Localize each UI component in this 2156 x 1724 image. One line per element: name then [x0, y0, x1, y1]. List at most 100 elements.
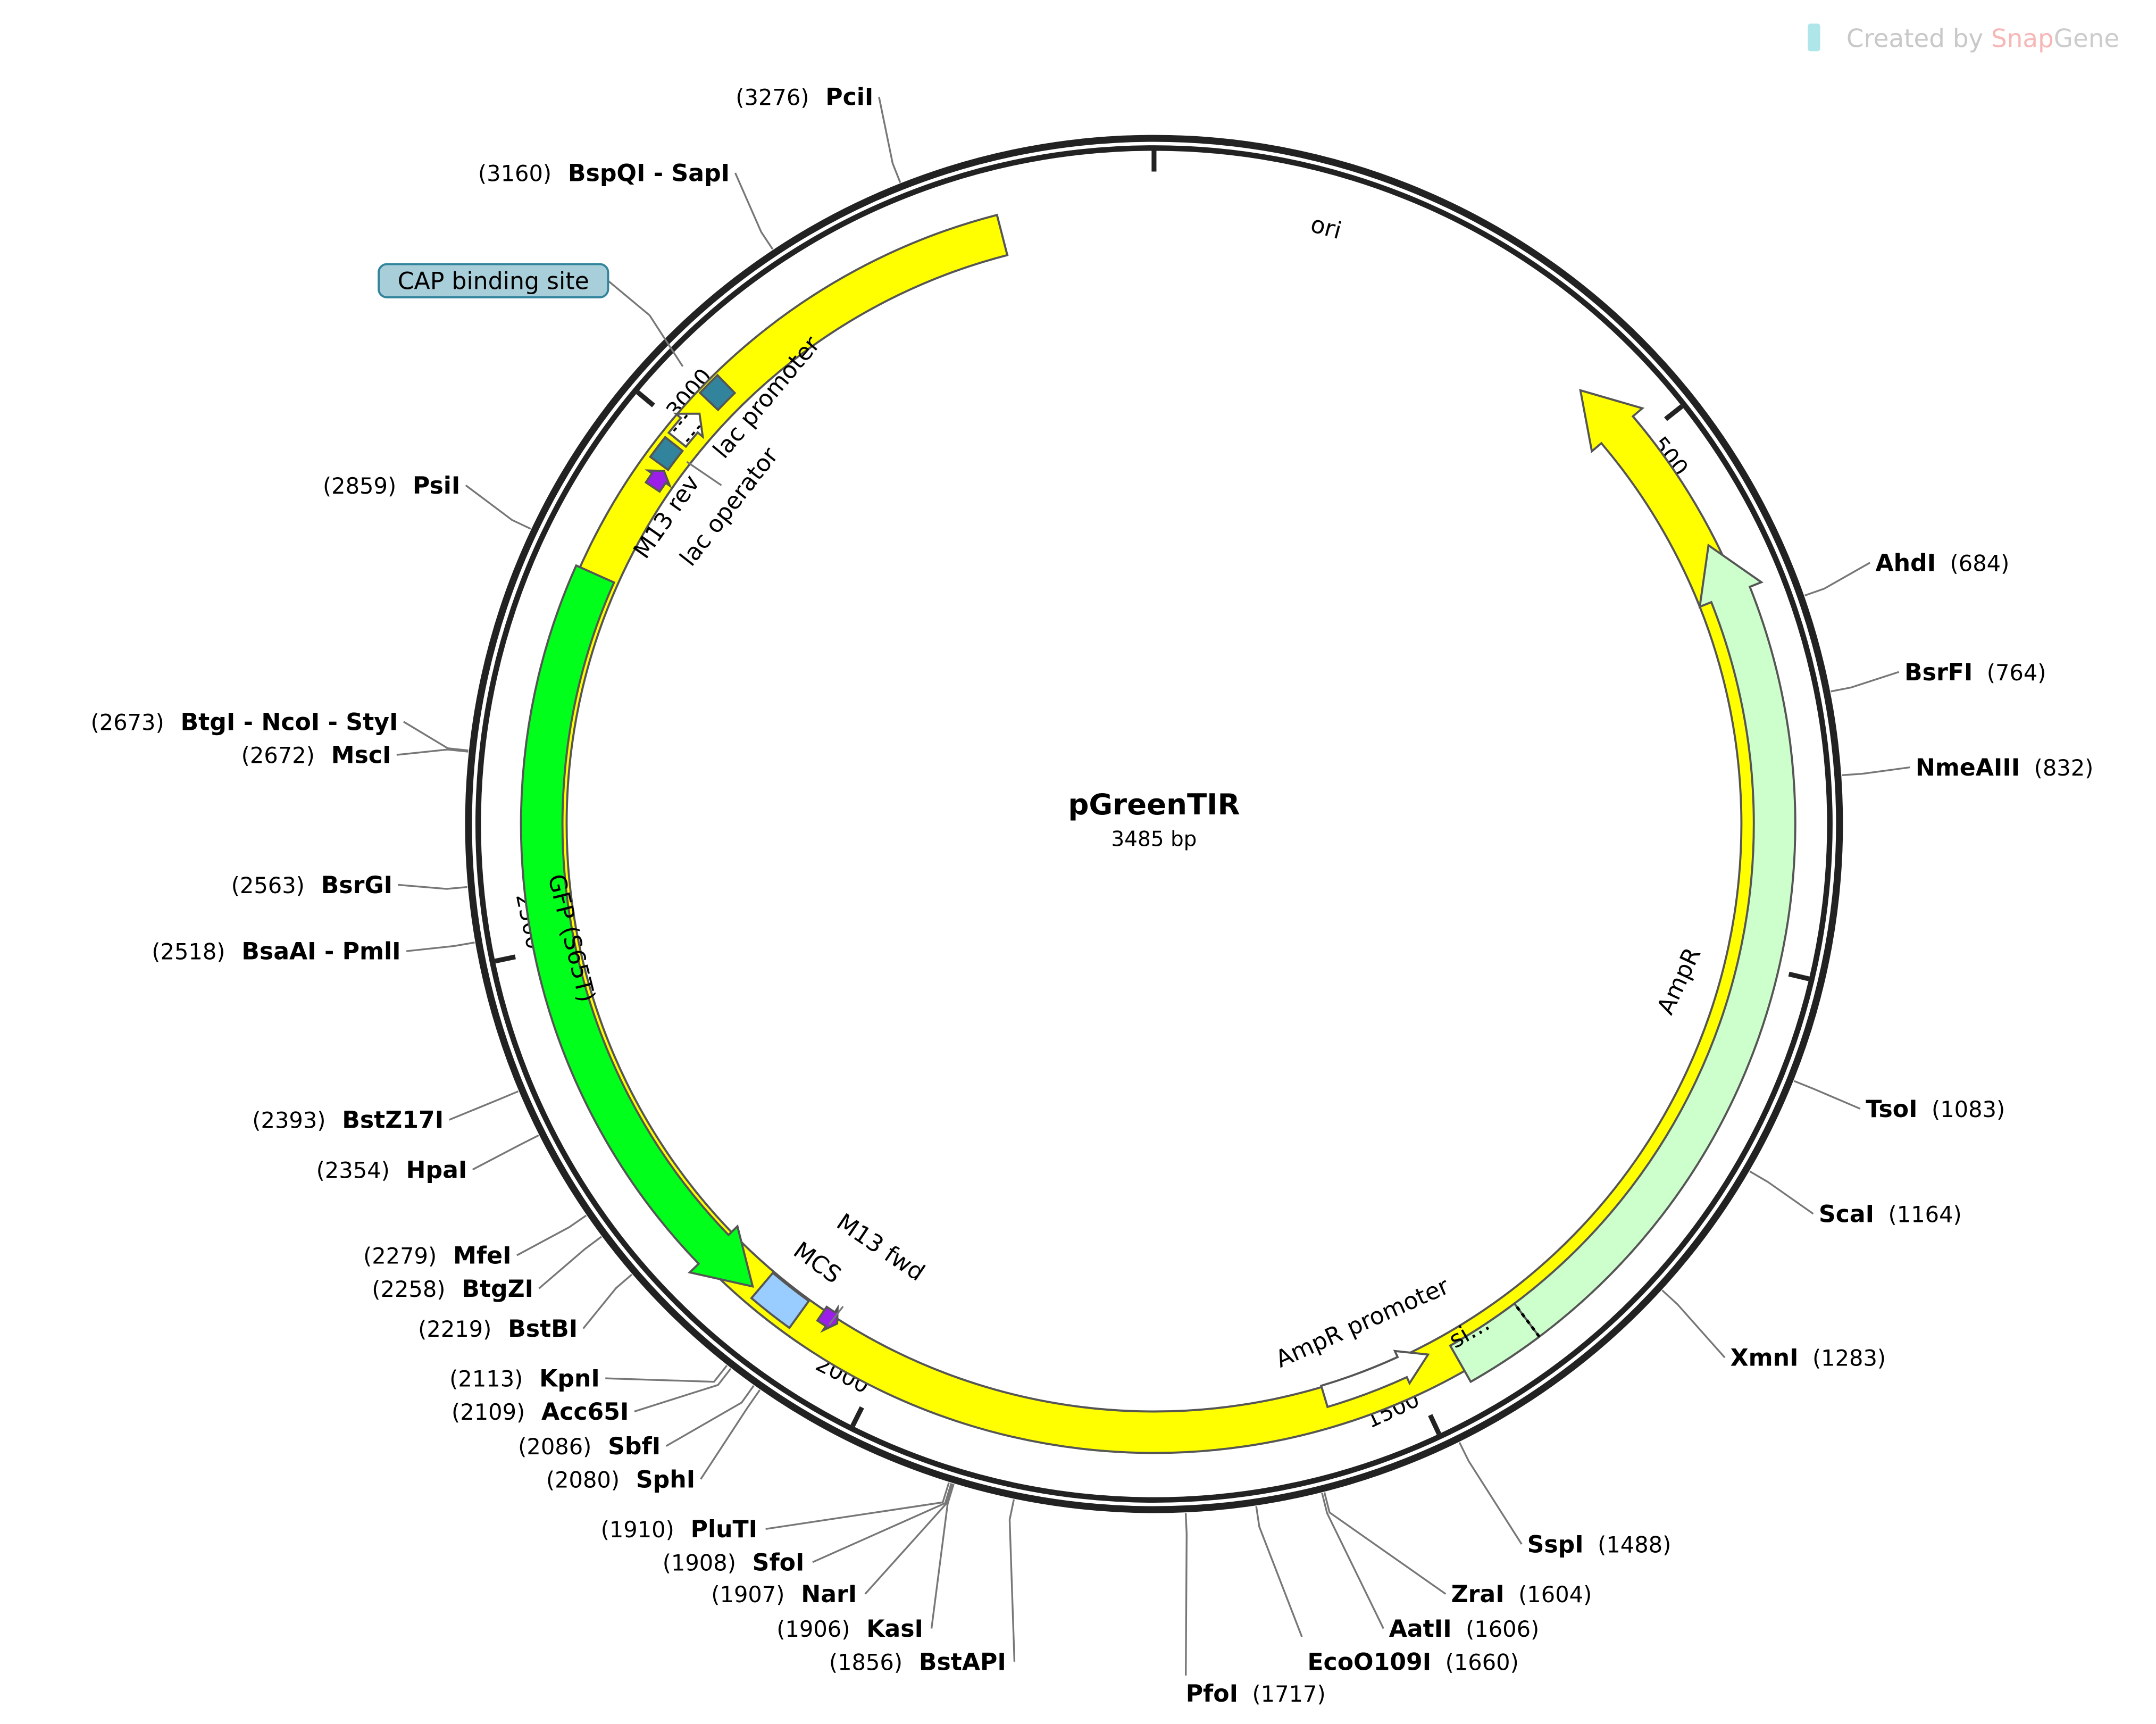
lac-operator-leader	[686, 461, 722, 486]
enzyme-site[interactable]: (2518) BsaAI - PmlI	[152, 938, 400, 965]
enzyme-position: (1488)	[1584, 1532, 1672, 1558]
enzyme-site[interactable]: (2258) BtgZI	[372, 1276, 533, 1303]
enzyme-position: (2354)	[316, 1157, 390, 1183]
enzyme-label[interactable]: EcoO109I (1660)	[1307, 1648, 1518, 1676]
enzyme-label[interactable]: (1907) NarI	[711, 1581, 857, 1608]
enzyme-site[interactable]: PfoI (1717)	[1186, 1680, 1326, 1708]
enzyme-site[interactable]: (2219) BstBI	[418, 1315, 578, 1343]
enzyme-site[interactable]: (2279) MfeI	[363, 1242, 512, 1269]
enzyme-label[interactable]: AatII (1606)	[1389, 1615, 1540, 1643]
enzyme-leader-line	[472, 1134, 539, 1171]
enzyme-name: PsiI	[396, 472, 460, 499]
enzyme-label[interactable]: AhdI (684)	[1875, 549, 2009, 577]
enzyme-position: (2672)	[241, 743, 315, 769]
enzyme-label[interactable]: (3160) BspQI - SapI	[478, 160, 730, 187]
enzyme-label[interactable]: (3276) PciI	[736, 84, 873, 111]
snapgene-logo-icon	[1808, 23, 1820, 52]
enzyme-name: SbfI	[591, 1433, 661, 1460]
enzyme-label[interactable]: XmnI (1283)	[1731, 1345, 1886, 1372]
enzyme-label[interactable]: (1910) PluTI	[601, 1516, 757, 1543]
enzyme-site[interactable]: (2109) Acc65I	[452, 1398, 629, 1426]
enzyme-name: BstZ17I	[326, 1107, 444, 1134]
enzyme-leader-line	[605, 1365, 728, 1383]
cap-binding-site-callout[interactable]: CAP binding site	[378, 263, 684, 367]
enzyme-name: BtgI - NcoI - StyI	[164, 709, 398, 736]
enzyme-site[interactable]: ScaI (1164)	[1819, 1201, 1962, 1228]
enzyme-label[interactable]: (2279) MfeI	[363, 1242, 512, 1269]
enzyme-position: (1660)	[1431, 1649, 1519, 1675]
enzyme-label[interactable]: (2672) MscI	[241, 742, 391, 769]
enzyme-name: AatII	[1389, 1615, 1452, 1643]
enzyme-label[interactable]: (2354) HpaI	[316, 1156, 467, 1184]
enzyme-label[interactable]: (1908) SfoI	[663, 1549, 805, 1576]
enzyme-label[interactable]: (2109) Acc65I	[452, 1398, 629, 1426]
enzyme-label[interactable]: (2393) BstZ17I	[252, 1107, 444, 1134]
enzyme-site[interactable]: (2563) BsrGI	[231, 872, 392, 899]
enzyme-label[interactable]: (2080) SphI	[546, 1466, 695, 1493]
feature-ampr-promoter[interactable]	[1319, 1350, 1430, 1409]
enzyme-site[interactable]: (1907) NarI	[711, 1581, 857, 1608]
snapgene-watermark: Created by SnapGene	[1808, 23, 2119, 54]
enzyme-site[interactable]: (3276) PciI	[736, 84, 873, 111]
enzyme-label[interactable]: BsrFI (764)	[1904, 659, 2046, 686]
enzyme-label[interactable]: TsoI (1083)	[1866, 1096, 2005, 1123]
enzyme-site[interactable]: (1906) KasI	[776, 1615, 923, 1643]
enzyme-site[interactable]: XmnI (1283)	[1731, 1345, 1886, 1372]
feature-gfp[interactable]	[520, 564, 754, 1288]
feature-cap-binding-site[interactable]	[698, 373, 737, 412]
enzyme-site[interactable]: (1856) BstAPI	[829, 1648, 1006, 1676]
enzyme-label[interactable]: (2113) KpnI	[449, 1365, 600, 1393]
enzyme-site[interactable]: (2113) KpnI	[449, 1365, 600, 1393]
enzyme-site[interactable]: (2673) BtgI - NcoI - StyI	[90, 709, 398, 736]
enzyme-label[interactable]: ScaI (1164)	[1819, 1201, 1962, 1228]
feature-ampr[interactable]	[1449, 543, 1796, 1384]
plasmid-name: pGreenTIR	[1068, 787, 1240, 821]
feature-ampr-signal[interactable]	[1449, 1302, 1541, 1384]
enzyme-label[interactable]: (2859) PsiI	[323, 472, 460, 499]
enzyme-site[interactable]: (1910) PluTI	[601, 1516, 757, 1543]
enzyme-label[interactable]: NmeAIII (832)	[1916, 754, 2094, 781]
enzyme-label[interactable]: (1906) KasI	[776, 1615, 923, 1643]
enzyme-label[interactable]: (2673) BtgI - NcoI - StyI	[90, 709, 398, 736]
enzyme-label[interactable]: (2258) BtgZI	[372, 1276, 533, 1303]
enzyme-leader-line	[1323, 1492, 1447, 1595]
enzyme-label[interactable]: (2219) BstBI	[418, 1315, 578, 1343]
enzyme-label[interactable]: ZraI (1604)	[1451, 1581, 1592, 1608]
enzyme-site[interactable]: AatII (1606)	[1389, 1615, 1540, 1643]
feature-m13-fwd[interactable]	[816, 1304, 839, 1333]
enzyme-name: BspQI - SapI	[551, 160, 730, 187]
enzyme-site[interactable]: (2672) MscI	[241, 742, 391, 769]
enzyme-label[interactable]: (2563) BsrGI	[231, 872, 392, 899]
enzyme-label[interactable]: (2518) BsaAI - PmlI	[152, 938, 400, 965]
enzyme-position: (1908)	[663, 1550, 736, 1576]
feature-lac-promoter[interactable]	[667, 412, 705, 448]
feature-m13-rev[interactable]	[644, 469, 672, 493]
enzyme-label[interactable]: (1856) BstAPI	[829, 1648, 1006, 1676]
enzyme-site[interactable]: (3160) BspQI - SapI	[478, 160, 730, 187]
enzyme-site[interactable]: (2859) PsiI	[323, 472, 460, 499]
tick-mark	[850, 1406, 864, 1427]
enzyme-leader-line	[582, 1273, 633, 1329]
enzyme-site[interactable]: BsrFI (764)	[1904, 659, 2046, 686]
enzyme-site[interactable]: EcoO109I (1660)	[1307, 1648, 1518, 1676]
feature-mcs[interactable]	[750, 1271, 810, 1330]
enzyme-site[interactable]: ZraI (1604)	[1451, 1581, 1592, 1608]
enzyme-site[interactable]: (1908) SfoI	[663, 1549, 805, 1576]
enzyme-site[interactable]: AhdI (684)	[1875, 549, 2009, 577]
enzyme-name: KasI	[850, 1615, 923, 1643]
enzyme-site[interactable]: (2354) HpaI	[316, 1156, 467, 1184]
enzyme-site[interactable]: (2393) BstZ17I	[252, 1107, 444, 1134]
feature-label-ampr: AmpR	[1652, 944, 1706, 1019]
enzyme-site[interactable]: NmeAIII (832)	[1916, 754, 2094, 781]
enzyme-site[interactable]: SspI (1488)	[1527, 1531, 1672, 1559]
enzyme-site[interactable]: TsoI (1083)	[1866, 1096, 2005, 1123]
feature-lac-operator[interactable]	[648, 436, 684, 472]
enzyme-label[interactable]: SspI (1488)	[1527, 1531, 1672, 1559]
enzyme-label[interactable]: (2086) SbfI	[518, 1433, 661, 1460]
enzyme-position: (764)	[1973, 660, 2046, 686]
enzyme-site[interactable]: (2086) SbfI	[518, 1433, 661, 1460]
enzyme-position: (832)	[2020, 755, 2093, 781]
enzyme-label[interactable]: PfoI (1717)	[1186, 1680, 1326, 1708]
enzyme-site[interactable]: (2080) SphI	[546, 1466, 695, 1493]
enzyme-leader-line	[465, 484, 531, 530]
